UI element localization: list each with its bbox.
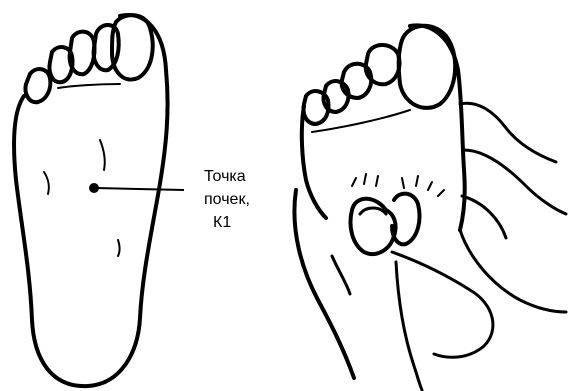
left-foot-sole xyxy=(14,15,184,386)
right-foot-massage xyxy=(294,25,566,390)
little-toe xyxy=(26,69,51,102)
right-big-toe xyxy=(399,26,456,108)
sole-crease xyxy=(118,240,120,256)
support-hand xyxy=(460,103,566,312)
thumb-nail xyxy=(360,208,386,214)
pressure-marks xyxy=(352,174,444,196)
annotation-line-3: К1 xyxy=(213,214,231,232)
right-third-toe xyxy=(342,64,372,98)
toe-crease xyxy=(58,84,120,88)
sole-crease xyxy=(44,172,49,194)
right-foot-outline xyxy=(302,25,465,230)
annotation-leader-line xyxy=(96,188,184,190)
annotation-line-1: Точка xyxy=(204,168,246,186)
annotation-line-2: почек, xyxy=(204,191,250,209)
sole-crease xyxy=(100,140,105,170)
hand-palm xyxy=(332,252,493,390)
